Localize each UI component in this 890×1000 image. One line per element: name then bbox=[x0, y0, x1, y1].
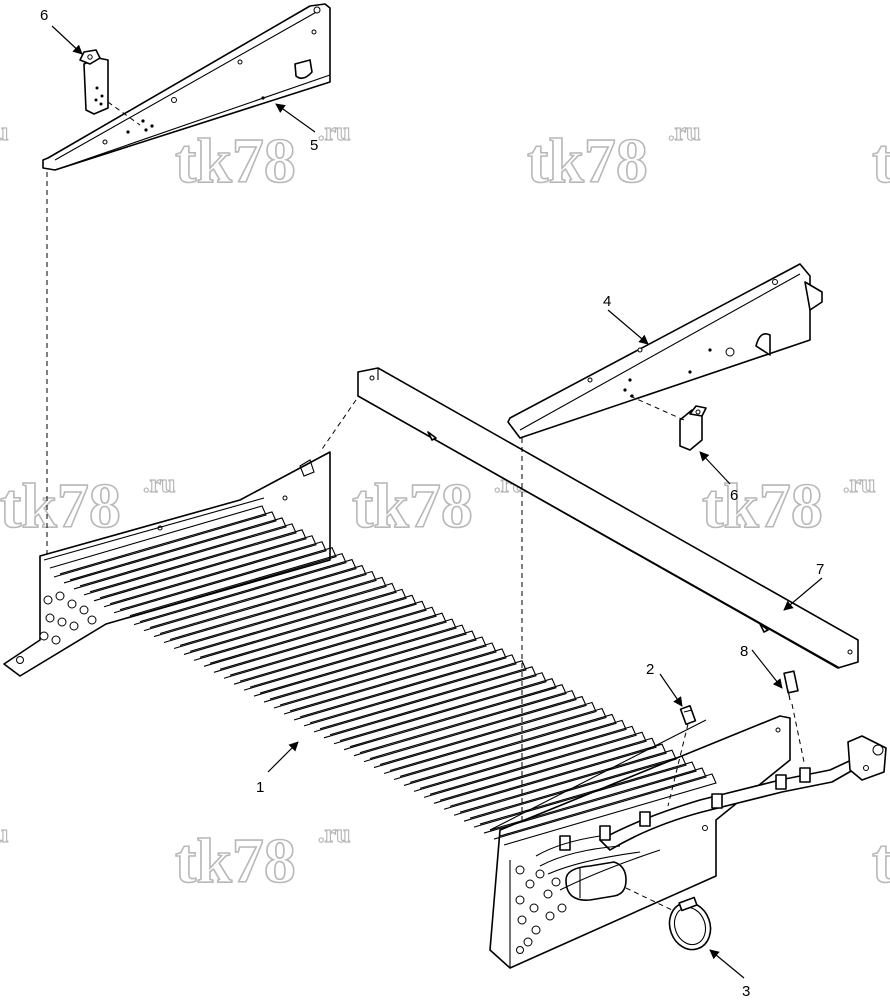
fin bbox=[119, 547, 337, 620]
fin bbox=[179, 582, 397, 655]
fin bbox=[499, 773, 717, 846]
pressure-switch bbox=[783, 670, 799, 701]
small-bracket-top bbox=[79, 49, 109, 115]
long-rail bbox=[357, 367, 859, 669]
callout-leaders bbox=[51, 25, 823, 979]
fin bbox=[139, 558, 357, 632]
fin bbox=[319, 666, 537, 739]
fin bbox=[249, 624, 467, 697]
fin bbox=[479, 761, 697, 834]
mounting-bracket-right bbox=[507, 263, 823, 439]
watermark-text: tk78 bbox=[175, 125, 296, 196]
fin bbox=[109, 541, 327, 614]
fin bbox=[69, 517, 287, 590]
callout-6-right: 6 bbox=[730, 487, 738, 504]
fin bbox=[469, 755, 687, 828]
fin bbox=[189, 588, 407, 661]
hose-clamp bbox=[668, 896, 712, 951]
callout-labels: 6 5 4 6 7 8 2 1 3 bbox=[40, 7, 824, 1000]
mounting-bracket-top bbox=[42, 3, 331, 171]
refrigerant-piping bbox=[535, 735, 887, 901]
fin bbox=[429, 731, 647, 804]
watermark-text: tk78 bbox=[527, 125, 648, 196]
callout-6-top: 6 bbox=[40, 7, 48, 24]
watermark-suffix: .ru bbox=[318, 819, 351, 848]
fin bbox=[199, 594, 417, 667]
fin bbox=[149, 564, 367, 638]
fin bbox=[269, 636, 487, 709]
fin bbox=[329, 672, 547, 745]
fin bbox=[159, 570, 377, 644]
callout-2: 2 bbox=[646, 661, 654, 678]
fin bbox=[349, 684, 567, 757]
fin bbox=[99, 535, 317, 608]
fin bbox=[239, 618, 457, 691]
fin bbox=[209, 600, 427, 673]
watermark: tk78 .ru bbox=[174, 818, 351, 896]
callout-4: 4 bbox=[603, 293, 611, 310]
fin bbox=[419, 725, 637, 798]
assembly-guide-line bbox=[629, 395, 685, 421]
fin bbox=[359, 689, 577, 763]
watermark-text: tk78 bbox=[0, 470, 121, 541]
fin bbox=[59, 511, 277, 584]
assembly-guide-line bbox=[107, 101, 141, 126]
fin bbox=[79, 523, 297, 596]
fin bbox=[459, 749, 677, 822]
fin bbox=[289, 648, 507, 721]
fin bbox=[309, 660, 527, 733]
fin bbox=[379, 701, 597, 775]
watermark-suffix: .ru bbox=[318, 117, 351, 146]
watermark-suffix: .ru bbox=[143, 469, 176, 498]
watermark: tk78 .ru bbox=[701, 468, 876, 541]
service-fitting bbox=[679, 704, 697, 726]
fin bbox=[89, 529, 307, 602]
watermark: tk78 .ru bbox=[174, 116, 351, 196]
small-bracket-right bbox=[679, 405, 707, 451]
fin bbox=[129, 552, 347, 626]
condenser-fins bbox=[49, 505, 717, 846]
watermark: tk78 .ru bbox=[526, 116, 701, 196]
watermark-fragment: t bbox=[872, 825, 890, 896]
fin bbox=[439, 737, 657, 810]
watermark-fragment: u bbox=[0, 819, 8, 848]
tube-ends-left bbox=[39, 591, 97, 645]
fin bbox=[259, 630, 477, 703]
fin bbox=[399, 713, 617, 786]
watermark-fragment: u bbox=[0, 117, 8, 146]
fin bbox=[369, 695, 587, 769]
callout-5: 5 bbox=[310, 137, 318, 154]
watermark-text: tk78 bbox=[175, 825, 296, 896]
callout-7: 7 bbox=[816, 561, 824, 578]
assembly-guide-line bbox=[319, 399, 357, 453]
fin bbox=[489, 767, 707, 840]
fin bbox=[169, 576, 387, 649]
watermark-suffix: .ru bbox=[843, 469, 876, 498]
fin bbox=[219, 606, 437, 679]
fin bbox=[229, 612, 447, 685]
fin bbox=[449, 743, 667, 816]
fin bbox=[299, 654, 517, 727]
fin bbox=[409, 719, 627, 792]
watermark: tk78 .ru bbox=[0, 468, 176, 541]
callout-1: 1 bbox=[256, 779, 264, 796]
watermark-text: tk78 bbox=[702, 470, 823, 541]
fin bbox=[49, 505, 267, 578]
fittings bbox=[559, 767, 811, 851]
assembly-guide-line bbox=[791, 703, 805, 763]
fin bbox=[339, 678, 557, 751]
fin bbox=[389, 707, 607, 781]
tube-ends-right bbox=[515, 865, 567, 947]
watermark-text: tk78 bbox=[352, 470, 473, 541]
watermark-suffix: .ru bbox=[668, 117, 701, 146]
callout-3: 3 bbox=[742, 983, 750, 1000]
watermark: tk78 .ru bbox=[351, 468, 527, 541]
condenser-core bbox=[3, 451, 791, 969]
fin bbox=[279, 642, 497, 715]
watermark-fragment: t bbox=[872, 125, 890, 196]
callout-8: 8 bbox=[740, 643, 748, 660]
